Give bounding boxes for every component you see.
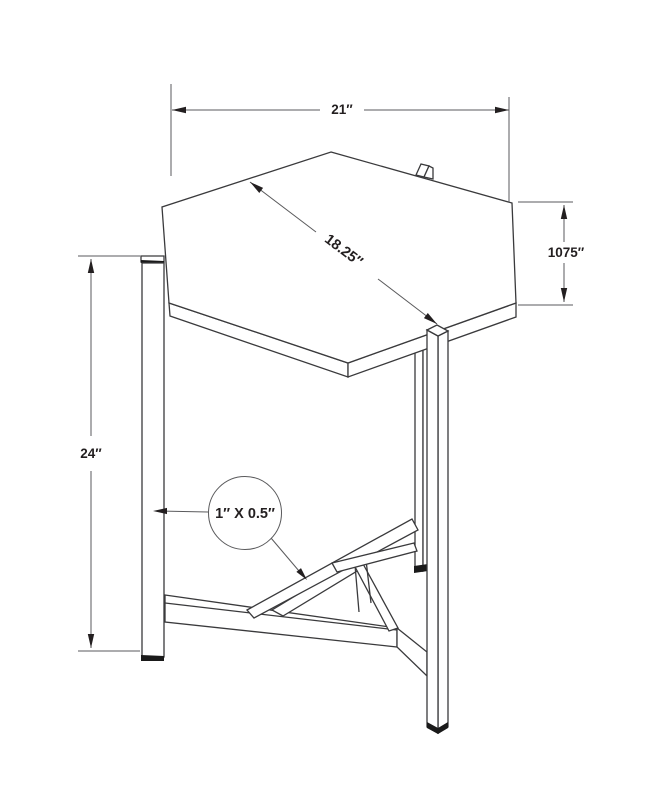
- right-leg-cap: [425, 324, 450, 337]
- left-leg-foot: [141, 655, 164, 661]
- right-leg-front-face: [426, 328, 439, 735]
- left-leg: [140, 255, 165, 661]
- dim-width-arrow-right: [495, 106, 509, 114]
- callout-circle: [208, 476, 282, 550]
- callout-tube-label: 1″ X 0.5″: [215, 506, 275, 522]
- left-leg-body: [141, 262, 165, 658]
- dim-diagonal-arrow-upper: [250, 182, 264, 193]
- stretcher-top-edge: [164, 602, 398, 631]
- dim-height-label: 24″: [80, 446, 102, 461]
- dim-width-arrow-left: [172, 106, 186, 114]
- dim-depth-arrow-up: [560, 205, 568, 219]
- dim-width-label: 21″: [331, 102, 353, 117]
- rear-leg-foot: [414, 564, 428, 573]
- dim-height-arrow-down: [87, 634, 95, 648]
- callout-tube: 1″ X 0.5″: [153, 476, 307, 580]
- stretcher-right-connector: [396, 626, 428, 678]
- dim-depth-arrow-down: [560, 288, 568, 302]
- right-leg: [425, 324, 450, 735]
- table-top: [161, 151, 517, 378]
- a-frame-post-edge-1: [354, 564, 360, 613]
- dim-width: 21″: [170, 84, 510, 202]
- left-leg-cap-edge: [140, 260, 165, 264]
- long-diagonal-brace: [245, 518, 419, 619]
- upper-diagonal-brace: [331, 542, 418, 573]
- table-top-surface: [161, 151, 517, 364]
- dim-height-arrow-up: [87, 259, 95, 273]
- dim-depth-label: 1075″: [548, 245, 585, 260]
- dim-depth: 1075″: [518, 201, 585, 306]
- dim-diagonal-arrow-lower: [423, 313, 437, 324]
- dim-height: 24″: [78, 255, 140, 652]
- base-braces: [164, 518, 428, 678]
- right-leg-foot: [427, 722, 448, 734]
- a-frame-post-edge-2: [365, 559, 372, 604]
- callout-arrow-diagonal: [296, 568, 307, 580]
- right-leg-side-face: [437, 329, 449, 735]
- callout-leader-diagonal: [270, 537, 300, 572]
- callout-arrow-left: [153, 507, 167, 515]
- a-frame-right-member: [351, 561, 399, 632]
- rear-leg-top-tab-side: [423, 165, 434, 180]
- rear-leg-front-face: [414, 344, 424, 572]
